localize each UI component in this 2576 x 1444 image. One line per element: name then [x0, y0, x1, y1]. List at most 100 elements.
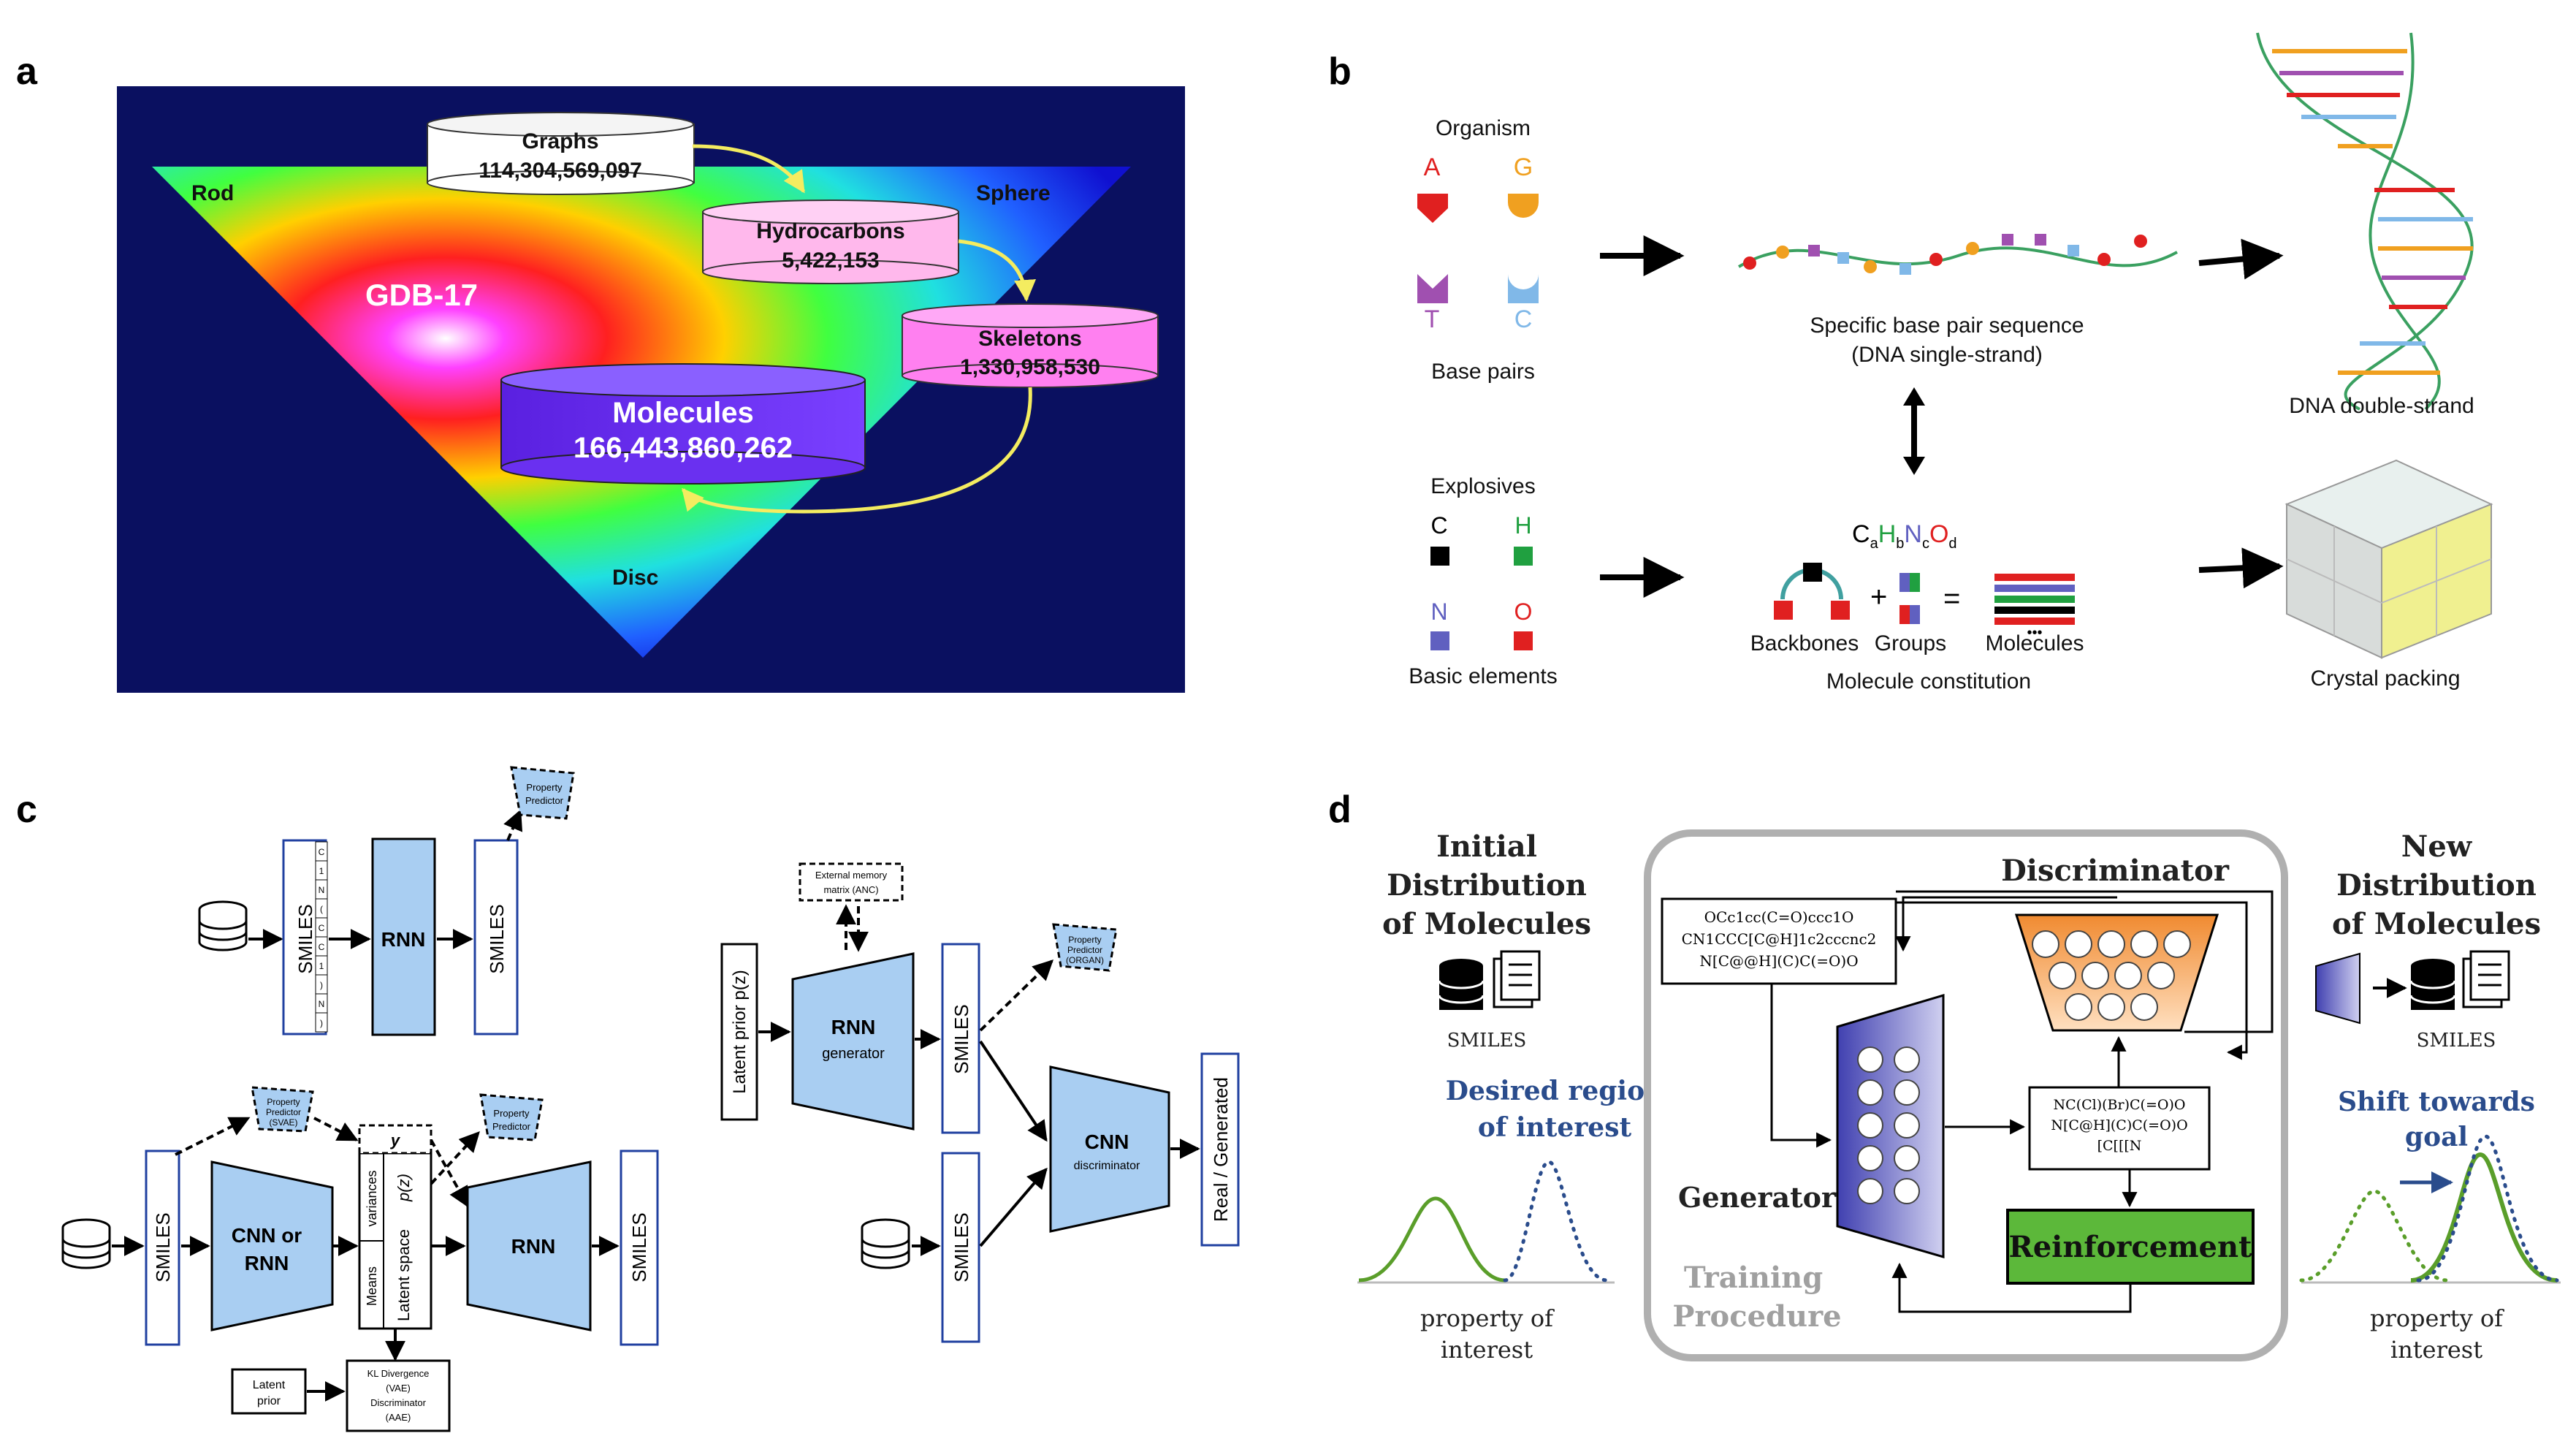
smiles-box-top-out [473, 839, 519, 1036]
ellipsis: ••• [2027, 625, 2042, 641]
svg-text:External memory: External memory [815, 870, 888, 881]
svg-text:Property: Property [1068, 935, 1101, 945]
token-label: ) [320, 980, 323, 990]
property-predictor-organ [1052, 923, 1118, 972]
svg-text:(ORGAN): (ORGAN) [1066, 955, 1104, 965]
molecules-title: Molecules [612, 397, 753, 429]
svg-text:N[C@@H](C)C(=O)O: N[C@@H](C)C(=O)O [1699, 952, 1858, 970]
panel-c: c SMILES C1N(CC1)N) RNN SMILES Property … [16, 766, 1240, 1432]
svg-text:KL Divergence: KL Divergence [367, 1368, 430, 1379]
label-gdb17: GDB-17 [365, 278, 478, 312]
means-label: Means [365, 1266, 379, 1306]
svg-text:of interest: of interest [1478, 1112, 1632, 1143]
token-label: N [319, 999, 325, 1009]
element-c: C [1430, 512, 1447, 539]
svg-text:Predictor: Predictor [492, 1121, 531, 1132]
svg-text:Procedure: Procedure [1672, 1299, 1841, 1334]
base-g-letter: G [1514, 153, 1533, 181]
pz-label: p(z) [395, 1174, 413, 1202]
discriminator-label: Discriminator [2001, 854, 2230, 888]
base-t-letter: T [1425, 305, 1440, 333]
label-sequence-2: (DNA single-strand) [1851, 343, 2043, 367]
target-distribution-curve [1503, 1160, 1609, 1282]
hydrocarbons-count: 5,422,153 [782, 248, 879, 273]
token-label: 1 [319, 961, 324, 971]
graphs-title: Graphs [522, 129, 598, 153]
encoder-cnn-or-rnn [210, 1160, 334, 1331]
encoder-label-2: RNN [245, 1252, 289, 1274]
svg-text:of Molecules: of Molecules [2332, 907, 2541, 941]
token-label: C [319, 923, 325, 933]
svg-text:Training: Training [1684, 1261, 1823, 1295]
cylinder-skeletons: Skeletons 1,330,958,530 [902, 303, 1159, 388]
label-rod: Rod [191, 181, 234, 205]
skeletons-title: Skeletons [978, 327, 1082, 351]
generator-nodes [1857, 1046, 1920, 1204]
database-icon-initial [1438, 959, 1485, 1010]
encoder-label-1: CNN or [232, 1224, 302, 1247]
panel-b: b Organism A G T C Base pairs Spe [1328, 32, 2493, 694]
svg-text:property of: property of [1420, 1304, 1555, 1332]
property-predictor-svae [251, 1086, 314, 1133]
rnn-generator [791, 952, 915, 1130]
svg-text:SMILES: SMILES [950, 1212, 972, 1282]
label-molecules: Molecules [1985, 631, 2084, 656]
cylinder-graphs: Graphs 114,304,569,097 [427, 112, 695, 195]
cylinder-hydrocarbons: Hydrocarbons 5,422,153 [702, 200, 959, 284]
svg-text:Desired region: Desired region [1446, 1076, 1664, 1106]
smiles-box-organ-real [941, 1152, 980, 1343]
plus-sign: + [1870, 581, 1887, 613]
token-label: ( [320, 904, 323, 914]
panel-a: a Rod Sphere Disc GDB-17 Graphs 114,304,… [16, 50, 1185, 693]
label-backbones: Backbones [1750, 631, 1859, 656]
svg-text:CN1CCC[C@H]1c2cccnc2: CN1CCC[C@H]1c2cccnc2 [1682, 930, 1877, 948]
backbone-icon [1774, 563, 1850, 620]
discriminator-nodes [2032, 930, 2191, 1021]
reinforcement-label: Reinforcement [2008, 1230, 2252, 1264]
element-n: N [1430, 598, 1447, 625]
molecules-bars-icon [1994, 574, 2075, 625]
dna-single-strand [1737, 246, 2178, 268]
svg-text:goal: goal [2405, 1122, 2468, 1152]
real-generated-box [1200, 1052, 1240, 1247]
database-icon-bottom [61, 1218, 111, 1269]
svg-text:property of: property of [2370, 1304, 2504, 1332]
token-label: ) [320, 1018, 323, 1028]
molecules-count: 166,443,860,262 [573, 432, 793, 464]
svg-text:matrix (ANC): matrix (ANC) [823, 884, 878, 895]
hydrocarbons-title: Hydrocarbons [756, 219, 904, 243]
cnn-discriminator [1049, 1065, 1170, 1233]
smiles-top-out-label: SMILES [486, 904, 508, 973]
variances-label: variances [365, 1170, 379, 1226]
old-distribution-curve [2299, 1189, 2450, 1282]
database-icon-organ [861, 1218, 910, 1269]
svg-text:Property: Property [267, 1097, 300, 1107]
token-label: N [319, 885, 325, 895]
label-dna-double: DNA double-strand [2289, 394, 2474, 418]
smiles-top-in-label: SMILES [294, 904, 316, 973]
generator-label: Generator [1678, 1181, 1837, 1214]
svg-text:[C[[[N: [C[[[N [2097, 1138, 2142, 1154]
panel-a-letter: a [16, 50, 38, 93]
decoder-label: RNN [511, 1235, 556, 1258]
generator-network [1836, 993, 1945, 1258]
latent-prior-pz-label: Latent prior p(z) [730, 970, 750, 1093]
generated-strings-box [2028, 1086, 2211, 1171]
property-predictor-vae-right [479, 1093, 544, 1141]
y-box [358, 1124, 432, 1155]
svg-text:of Molecules: of Molecules [1382, 907, 1591, 941]
svg-text:Initial: Initial [1436, 829, 1537, 864]
document-icon-new [2462, 950, 2510, 1008]
svg-text:prior: prior [257, 1395, 281, 1407]
svg-text:(SVAE): (SVAE) [269, 1117, 297, 1128]
svg-text:Discriminator: Discriminator [370, 1397, 427, 1408]
latent-prior-pz-box [720, 943, 758, 1121]
latent-prior-box [231, 1368, 307, 1415]
kl-divergence-box [346, 1359, 451, 1432]
groups-icon [1899, 573, 1920, 624]
label-base-pairs: Base pairs [1431, 360, 1535, 384]
label-disc: Disc [612, 566, 658, 590]
property-predictor-top [510, 766, 575, 820]
label-sphere: Sphere [976, 181, 1051, 205]
